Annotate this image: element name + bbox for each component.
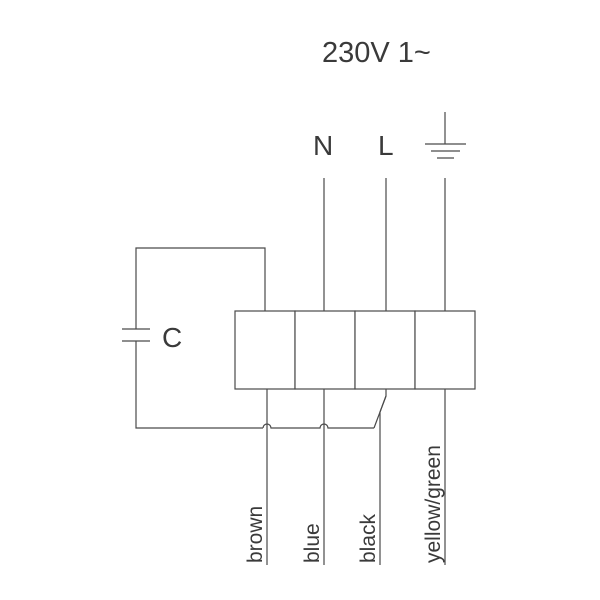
terminal-4 [414, 310, 476, 390]
neutral-label: N [313, 130, 333, 161]
black-wire [379, 389, 387, 565]
live-label: L [378, 130, 394, 161]
terminal-2 [294, 310, 356, 390]
terminal-1 [234, 310, 296, 390]
blue-label: blue [301, 523, 324, 563]
yellow-green-label: yellow/green [422, 445, 445, 563]
brown-label: brown [244, 506, 267, 563]
terminal-3 [354, 310, 416, 390]
supply-label: 230V 1~ [322, 37, 431, 69]
terminal-block [234, 310, 476, 390]
earth-icon [425, 112, 466, 159]
capacitor-icon [122, 328, 150, 342]
capacitor-label: C [162, 322, 182, 353]
capacitor-wire [135, 247, 266, 429]
black-label: black [357, 513, 380, 563]
capacitor-bus-wire [262, 423, 374, 429]
